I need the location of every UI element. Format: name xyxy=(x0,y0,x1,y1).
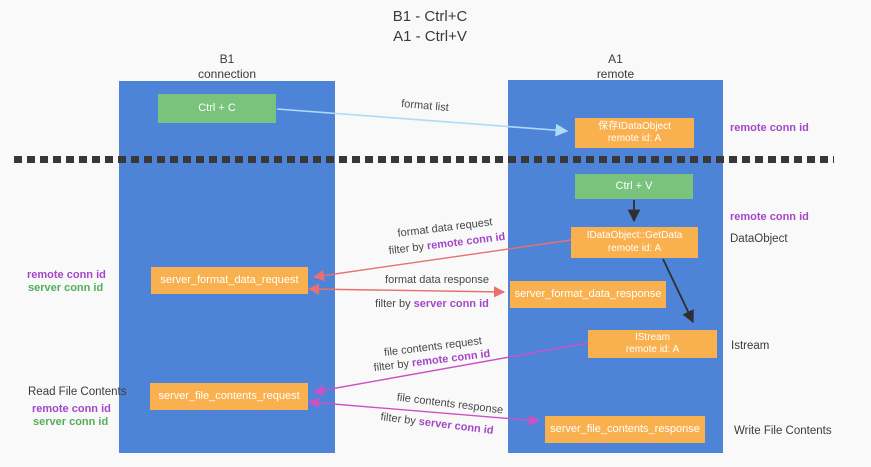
title-line-1: B1 - Ctrl+C xyxy=(392,8,468,25)
node-istream: IStream remote id: A xyxy=(588,330,717,358)
filter-by-text: filter by xyxy=(375,298,414,310)
annotation-file-remote-conn-id: remote conn id xyxy=(32,403,111,415)
node-ctrl-v-label: Ctrl + V xyxy=(615,179,653,192)
node-server-file-contents-response: server_file_contents_response xyxy=(545,416,705,443)
annotation-clipboard-remote-conn-id: remote conn id xyxy=(730,122,809,134)
node-istream-line1: IStream xyxy=(634,331,670,343)
node-istream-line2: remote id: A xyxy=(625,344,680,355)
filter-by-text: filter by xyxy=(388,240,428,258)
node-server-format-data-response-label: server_format_data_response xyxy=(514,287,662,300)
node-idataobject-getdata-line2: remote id: A xyxy=(607,242,662,254)
node-save-idataobject-line1: 保存IDataObject xyxy=(598,120,671,132)
annotation-file-server-conn-id: server conn id xyxy=(33,416,109,428)
node-server-file-contents-request-label: server_file_contents_request xyxy=(158,389,300,402)
left-column-header: B1 connection xyxy=(119,52,335,82)
filter-by-text: filter by xyxy=(373,357,413,375)
edge-label-format-data-response: format data response xyxy=(385,274,489,286)
edge-label-format-list: format list xyxy=(400,97,450,115)
edge-label-file-contents-response: file contents response xyxy=(396,391,504,417)
phase-divider-dashed-line xyxy=(14,156,834,163)
node-idataobject-getdata-line1: IDataObject::GetData xyxy=(586,230,683,241)
node-idataobject-getdata: IDataObject::GetData remote id: A xyxy=(571,227,698,258)
annotation-format-server-conn-id: server conn id xyxy=(28,282,104,294)
left-column-name: B1 xyxy=(219,52,235,66)
right-column-role: remote xyxy=(596,67,635,81)
node-ctrl-v: Ctrl + V xyxy=(575,174,693,199)
right-column-name: A1 xyxy=(608,52,623,66)
annotation-istream: Istream xyxy=(731,340,770,352)
annotation-dataobject: DataObject xyxy=(730,233,788,245)
arrow-format-data-response xyxy=(307,283,506,298)
diagram-title: B1 - Ctrl+C A1 - Ctrl+V xyxy=(330,7,530,48)
node-server-file-contents-response-label: server_file_contents_response xyxy=(550,422,700,435)
node-ctrl-c: Ctrl + C xyxy=(158,94,276,123)
node-server-format-data-response: server_format_data_response xyxy=(510,281,666,308)
right-column-header: A1 remote xyxy=(508,52,723,82)
annotation-dataobject-remote-conn-id: remote conn id xyxy=(730,211,809,223)
filter-key-server-conn-id: server conn id xyxy=(413,298,489,310)
node-server-format-data-request: server_format_data_request xyxy=(151,267,308,294)
annotation-write-file-contents: Write File Contents xyxy=(734,425,832,437)
left-column-role: connection xyxy=(197,67,257,81)
annotation-format-remote-conn-id: remote conn id xyxy=(27,269,106,281)
filter-by-text: filter by xyxy=(379,411,420,428)
node-server-file-contents-request: server_file_contents_request xyxy=(150,383,308,410)
title-line-2: A1 - Ctrl+V xyxy=(393,28,467,46)
annotation-read-file-contents: Read File Contents xyxy=(28,386,127,398)
edge-label-format-response-filter: filter by server conn id xyxy=(362,298,502,310)
node-ctrl-c-label: Ctrl + C xyxy=(198,101,236,114)
node-save-idataobject: 保存IDataObject remote id: A xyxy=(575,118,694,148)
node-server-format-data-request-label: server_format_data_request xyxy=(160,273,299,286)
filter-key-server-conn-id: server conn id xyxy=(418,415,495,437)
node-save-idataobject-line2: remote id: A xyxy=(607,133,662,144)
